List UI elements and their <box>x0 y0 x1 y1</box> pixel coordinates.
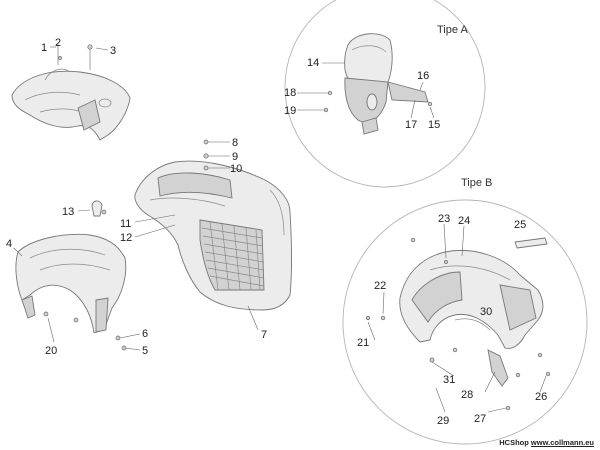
clip-part <box>91 200 107 217</box>
callout-22: 22 <box>374 280 386 292</box>
tipe-a-header: Tipe A <box>437 24 468 36</box>
callout-19: 19 <box>284 105 296 117</box>
callout-12: 12 <box>120 232 132 244</box>
front-fender-part <box>15 233 127 334</box>
callout-29: 29 <box>437 415 449 427</box>
callout-20: 20 <box>45 345 57 357</box>
callout-13: 13 <box>62 206 74 218</box>
callout-4: 4 <box>6 238 12 250</box>
tipe-a-mudguard-part <box>344 33 429 135</box>
callout-9: 9 <box>232 151 238 163</box>
callout-15: 15 <box>428 119 440 131</box>
callout-25: 25 <box>514 219 526 231</box>
callout-31: 31 <box>443 374 455 386</box>
callout-26: 26 <box>535 391 547 403</box>
callout-6: 6 <box>142 328 148 340</box>
tipe-b-inner-fender-part <box>399 250 544 349</box>
callout-5: 5 <box>142 345 148 357</box>
leg-shield-grille-part <box>134 160 292 311</box>
callout-7: 7 <box>261 329 267 341</box>
callout-27: 27 <box>474 413 486 425</box>
callout-14: 14 <box>307 57 319 69</box>
watermark-brand: HCShop <box>499 438 529 447</box>
watermark-site: www.collmann.eu <box>530 438 594 447</box>
callout-2: 2 <box>55 37 61 49</box>
callout-17: 17 <box>405 119 417 131</box>
callout-labels: 1 2 3 4 20 6 5 7 8 9 10 11 12 13 14 16 1… <box>6 37 547 427</box>
tipe-b-detail-circle <box>342 199 588 445</box>
callout-3: 3 <box>110 45 116 57</box>
callout-8: 8 <box>232 137 238 149</box>
tipe-a-detail-circle <box>284 0 486 188</box>
callout-16: 16 <box>417 70 429 82</box>
splash-guard-part <box>11 68 131 141</box>
callout-28: 28 <box>461 389 473 401</box>
callout-1: 1 <box>41 42 47 54</box>
callout-21: 21 <box>357 337 369 349</box>
tipe-b-bracket <box>487 349 509 387</box>
tipe-b-seal-strip <box>514 237 548 249</box>
callout-24: 24 <box>458 215 470 227</box>
callout-30: 30 <box>480 306 492 318</box>
tipe-b-header: Tipe B <box>461 177 492 189</box>
callout-18: 18 <box>284 87 296 99</box>
grille-mesh <box>199 219 265 291</box>
callout-11: 11 <box>120 218 131 230</box>
callout-10: 10 <box>230 163 242 175</box>
watermark: HCShop www.collmann.eu <box>499 438 594 447</box>
callout-23: 23 <box>438 213 450 225</box>
